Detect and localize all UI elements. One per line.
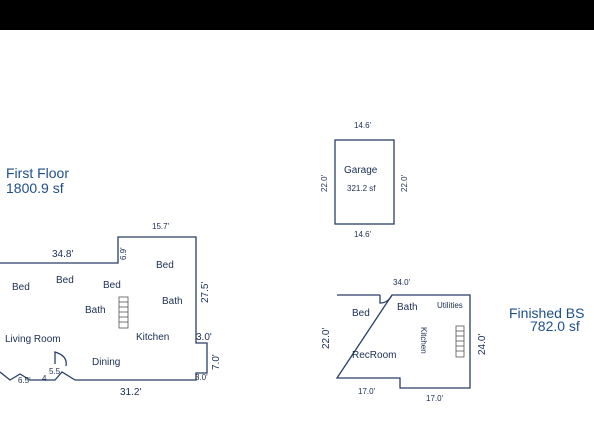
dim-bottom: 31.2' xyxy=(120,387,141,398)
bsmt-dim-bottom-left: 17.0' xyxy=(358,387,376,396)
dim-step-c: 3.0' xyxy=(195,373,208,382)
dim-right: 27.5' xyxy=(200,282,211,303)
bsmt-dim-bottom-right: 17.0' xyxy=(426,394,444,403)
bsmt-dim-left: 22.0' xyxy=(321,328,332,349)
dim-bay-c: 5.5 xyxy=(49,367,61,376)
dim-step-a: 3.0' xyxy=(196,332,212,343)
dim-top-left: 34.8' xyxy=(52,249,73,260)
first-floor-area: 1800.9 sf xyxy=(6,180,64,196)
room-living-room: Living Room xyxy=(5,334,61,345)
room-bed-1: Bed xyxy=(12,282,30,293)
basement-area: 782.0 sf xyxy=(530,318,580,334)
room-bed-4: Bed xyxy=(156,260,174,271)
garage-dim-bottom: 14.6' xyxy=(354,230,372,239)
garage-dim-top: 14.6' xyxy=(354,121,372,130)
room-bed-2: Bed xyxy=(56,275,74,286)
garage-outline xyxy=(334,139,395,225)
dim-step-b: 7.0' xyxy=(211,354,222,370)
first-floor-title: First Floor xyxy=(6,165,69,181)
room-bath-1: Bath xyxy=(85,305,106,316)
bsmt-room-bed: Bed xyxy=(352,308,370,319)
dim-bay-a: 6.5' xyxy=(18,376,31,385)
room-kitchen: Kitchen xyxy=(136,332,169,343)
garage-label: Garage xyxy=(344,165,378,176)
basement-outline xyxy=(335,294,471,389)
bsmt-dim-top: 34.0' xyxy=(393,278,411,287)
first-floor-stairs xyxy=(118,296,129,329)
basement-door xyxy=(379,294,393,304)
first-floor-outline xyxy=(0,236,208,381)
room-dining: Dining xyxy=(92,357,120,368)
room-bath-2: Bath xyxy=(162,296,183,307)
garage-dim-left: 22.0' xyxy=(320,174,329,192)
bsmt-room-utilities: Utilities xyxy=(437,301,463,310)
dim-notch: 6.9' xyxy=(119,247,128,260)
bsmt-dim-right: 24.0' xyxy=(477,334,488,355)
entry-door xyxy=(54,351,67,367)
room-bed-3: Bed xyxy=(103,280,121,291)
top-black-bar xyxy=(0,0,594,30)
basement-stairs xyxy=(455,325,465,358)
bsmt-room-recroom: RecRoom xyxy=(352,350,396,361)
bsmt-room-kitchen: Kitchen xyxy=(419,327,428,354)
garage-area: 321.2 sf xyxy=(347,184,376,193)
basement-title: Finished BS xyxy=(509,305,584,321)
dim-bay-b: 4 xyxy=(42,374,47,383)
bsmt-room-bath: Bath xyxy=(397,302,418,313)
dim-top-right: 15.7' xyxy=(152,222,170,231)
garage-dim-right: 22.0' xyxy=(400,174,409,192)
